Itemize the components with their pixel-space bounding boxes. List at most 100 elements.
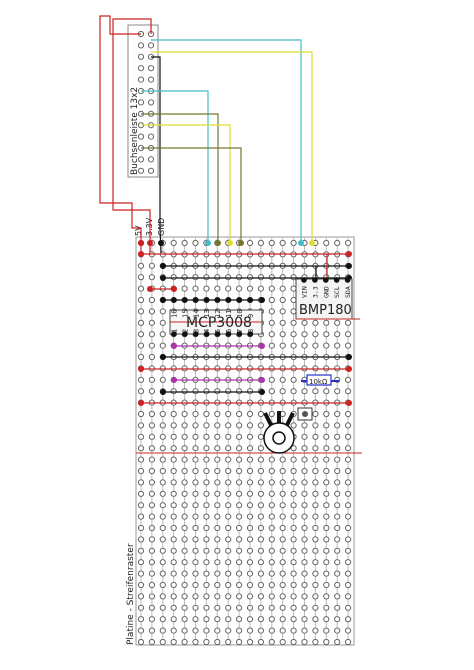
board-hole (225, 467, 232, 475)
board-hole (225, 570, 232, 577)
board-hole (246, 536, 254, 543)
board-hole (290, 593, 297, 600)
board-hole (290, 422, 297, 429)
board-hole (137, 376, 145, 383)
board-hole (137, 490, 145, 497)
header-hole (137, 133, 145, 140)
board-hole (137, 467, 145, 475)
board-hole (236, 536, 243, 543)
board-hole (301, 467, 308, 475)
bridge-end (160, 263, 166, 269)
board-hole (257, 547, 264, 554)
board-hole (192, 445, 199, 452)
adc-pin-dot (203, 331, 210, 337)
board-hole (257, 581, 264, 589)
board-hole (290, 274, 297, 281)
board-hole (257, 285, 264, 292)
board-hole (236, 445, 243, 452)
board-hole (312, 524, 319, 532)
board-hole (246, 616, 254, 623)
sensor-pin-label: 3.3 (311, 286, 319, 298)
board-hole (203, 410, 210, 418)
board-hole (279, 616, 286, 623)
board-hole (170, 616, 177, 623)
board-hole (323, 638, 330, 646)
adc-pin-number: 15 (181, 310, 189, 318)
board-hole (192, 490, 199, 497)
board-hole (268, 593, 275, 600)
board-hole (148, 616, 155, 623)
board-hole (257, 524, 264, 532)
board-hole (236, 559, 243, 566)
bridge-end (259, 343, 265, 349)
board-hole (236, 388, 243, 395)
board-hole (279, 604, 286, 611)
board-hole (345, 445, 352, 452)
board-hole (148, 376, 155, 383)
board-hole (192, 410, 199, 418)
board-hole (181, 513, 188, 520)
board-hole (312, 445, 319, 452)
board-hole (203, 467, 210, 475)
board-hole (312, 456, 319, 463)
board-hole (257, 479, 264, 486)
board-hole (159, 467, 166, 475)
board-hole (301, 638, 308, 646)
board-hole (301, 490, 308, 497)
board-hole (279, 319, 286, 326)
board-hole (334, 502, 341, 509)
board-hole (214, 410, 221, 418)
board-hole (279, 547, 286, 554)
board-hole (148, 570, 155, 577)
board-hole (159, 479, 166, 486)
board-hole (312, 536, 319, 543)
board-hole (159, 319, 166, 326)
adc-pin-dot (247, 297, 254, 303)
board-hole (192, 388, 199, 395)
adc-pin-dot (171, 297, 177, 303)
sensor-pin-dot (323, 277, 329, 283)
wire-cyan-2 (141, 90, 209, 243)
board-hole (323, 239, 330, 247)
board-hole (290, 319, 297, 326)
board-hole (334, 433, 341, 440)
board-hole (137, 410, 145, 418)
board-hole (137, 296, 145, 304)
board-hole (203, 502, 210, 509)
board-hole (301, 342, 308, 349)
board-hole (268, 308, 275, 315)
board-hole (312, 331, 319, 338)
board-hole (225, 490, 232, 497)
board-hole (170, 433, 177, 440)
bridge-end (346, 366, 352, 372)
bridge-end (171, 343, 177, 349)
board-hole (203, 433, 210, 440)
board-hole (225, 536, 232, 543)
board-hole (225, 547, 232, 554)
board-hole (257, 239, 264, 247)
board-hole (225, 593, 232, 600)
board-hole (268, 331, 275, 338)
board-hole (214, 388, 221, 395)
board-hole (236, 513, 243, 520)
board-hole (203, 422, 210, 429)
board-hole (170, 524, 177, 532)
board-hole (137, 559, 145, 566)
board-hole (181, 433, 188, 440)
board-hole (268, 513, 275, 520)
board-hole (323, 627, 330, 634)
board-hole (301, 319, 308, 326)
board-hole (148, 627, 155, 634)
board-hole (159, 627, 166, 634)
board-hole (301, 433, 308, 440)
board-hole (312, 422, 319, 429)
board-hole (334, 513, 341, 520)
board-hole (246, 422, 254, 429)
board-hole (192, 559, 199, 566)
board-hole (312, 410, 319, 418)
wires (99, 15, 313, 254)
board-hole (236, 456, 243, 463)
board-hole (137, 319, 145, 326)
board-hole (301, 536, 308, 543)
